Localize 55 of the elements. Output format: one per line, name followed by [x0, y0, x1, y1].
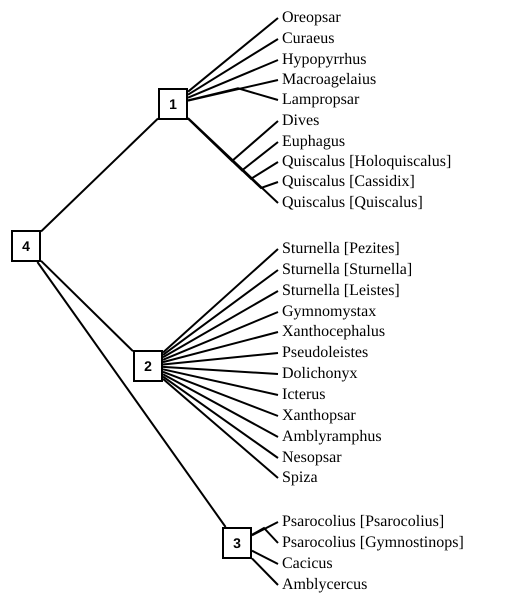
tree-branch	[187, 117, 279, 204]
tree-branch	[187, 17, 279, 92]
taxon-label: Xanthocephalus	[282, 322, 386, 342]
taxon-label: Oreopsar	[282, 8, 341, 28]
tree-branch	[187, 38, 279, 96]
tree-branch	[162, 331, 278, 364]
taxon-label: Amblyramphus	[282, 427, 382, 447]
node-box: 4	[11, 230, 41, 262]
taxon-label: Spiza	[282, 468, 318, 488]
tree-branch	[162, 311, 278, 361]
tree-branch	[252, 550, 278, 565]
taxon-label: Dives	[282, 111, 320, 131]
taxon-label: Curaeus	[282, 29, 334, 49]
tree-branch	[162, 290, 278, 358]
node-box: 2	[133, 350, 163, 382]
tree-branch	[188, 59, 278, 99]
tree-branch	[162, 269, 279, 356]
taxon-label: Quiscalus [Quiscalus]	[282, 193, 423, 213]
tree-branch	[40, 260, 134, 352]
tree-branch	[251, 558, 279, 586]
taxon-label: Macroagelaius	[282, 70, 376, 90]
tree-branch	[162, 352, 278, 366]
tree-branch	[252, 526, 279, 544]
taxon-label: Gymnomystax	[282, 302, 376, 322]
taxon-label: Icterus	[282, 385, 326, 405]
taxon-label: Lampropsar	[282, 90, 360, 110]
taxon-label: Amblycercus	[282, 575, 368, 595]
tree-branch	[188, 87, 278, 102]
taxon-label: Nesopsar	[282, 448, 342, 468]
tree-branch	[162, 378, 279, 479]
node-box: 1	[158, 88, 188, 120]
taxon-label: Pseudoleistes	[282, 343, 368, 363]
tree-branch	[162, 248, 279, 354]
tree-branch	[252, 521, 278, 536]
tree-branch	[162, 368, 278, 396]
tree-branch	[36, 261, 226, 528]
tree-branch	[162, 366, 278, 375]
tree-branch	[40, 118, 159, 232]
taxon-label: Quiscalus [Holoquiscalus]	[282, 152, 452, 172]
taxon-label: Sturnella [Pezites]	[282, 239, 400, 259]
taxon-label: Euphagus	[282, 132, 346, 152]
taxon-label: Quiscalus [Cassidix]	[282, 172, 415, 192]
tree-branch	[162, 376, 279, 459]
taxon-label: Cacicus	[282, 554, 333, 574]
tree-branch	[188, 79, 278, 102]
taxon-label: Hypopyrrhus	[282, 50, 366, 70]
taxon-label: Dolichonyx	[282, 364, 358, 384]
taxon-label: Psarocolius [Psarocolius]	[282, 512, 444, 532]
tree-branch	[162, 370, 278, 417]
taxon-label: Xanthopsar	[282, 406, 356, 426]
taxon-label: Sturnella [Sturnella]	[282, 260, 412, 280]
taxon-label: Psarocolius [Gymnostinops]	[282, 533, 464, 553]
node-box: 3	[222, 527, 252, 559]
taxon-label: Sturnella [Leistes]	[282, 281, 400, 301]
tree-branch	[162, 373, 278, 438]
